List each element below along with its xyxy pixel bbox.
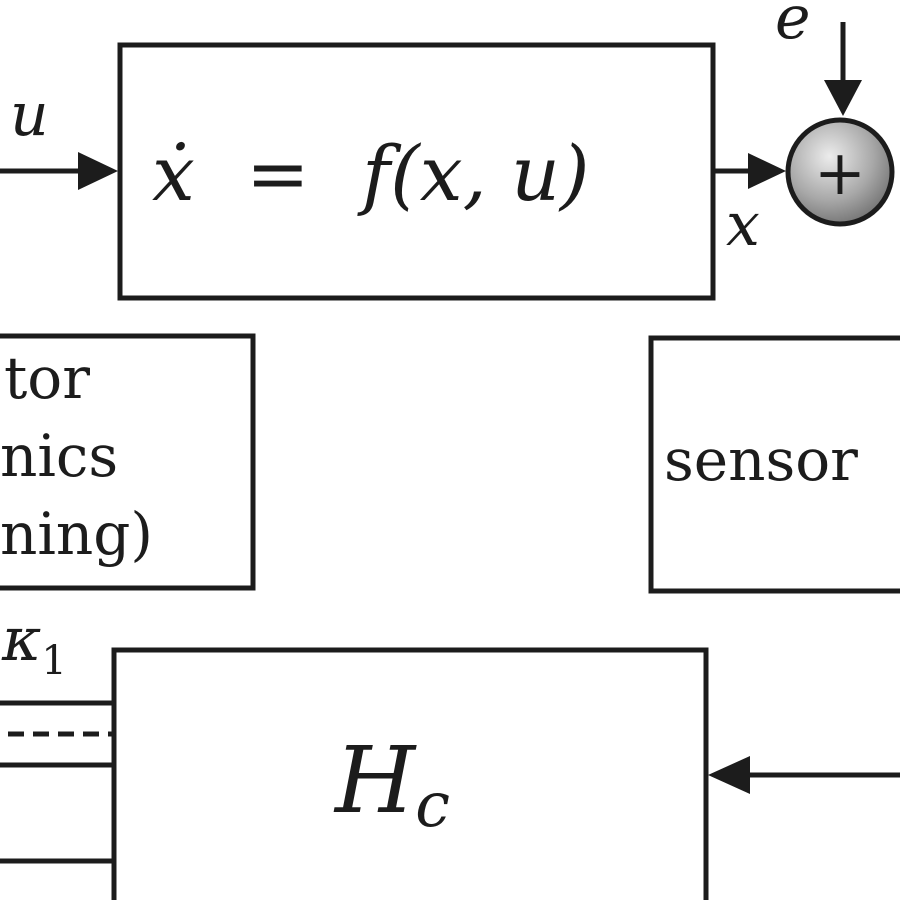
noise-e-label: e [775,0,811,53]
noise-e-arrowhead [824,80,862,116]
plant-state-derivative: ẋ [152,129,195,218]
actuator-label-line1: tor [4,344,90,412]
input-u-arrowhead [78,152,118,190]
plant-block [117,42,716,301]
controller-input-arrowhead [708,756,750,794]
summing-junction [785,117,895,227]
controller-block [111,647,709,900]
input-u-label: u [10,80,49,150]
plant-equals-sign: = [246,129,310,218]
actuator-dynamics-block [0,333,256,591]
controller-symbol: Hc [333,727,450,841]
plant-dynamics-function: f(x, u) [357,129,590,218]
output-x-arrowhead [748,153,786,189]
sensor-block [648,335,900,594]
summing-junction-plus: + [814,136,866,209]
actuator-label-line2: nics [0,422,118,490]
output-x-label: x [726,190,760,260]
kappa-label: κ1 [1,605,67,684]
actuator-label-line3: ning) [0,500,153,568]
sensor-label: sensor [664,426,858,494]
